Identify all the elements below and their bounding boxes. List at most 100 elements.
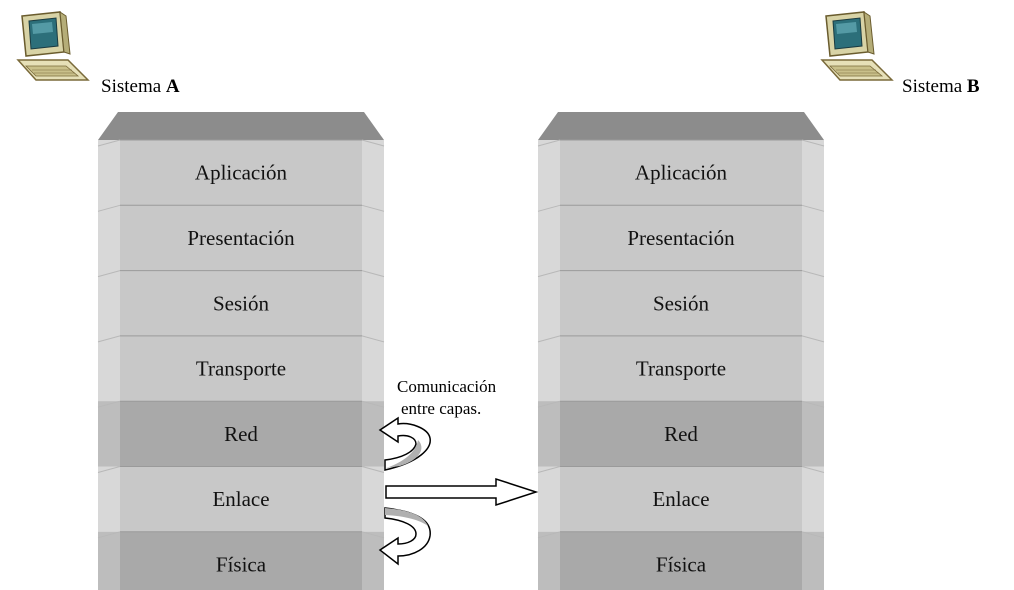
stack-b-edge-l-1 (537, 204, 561, 212)
stack-a-edge-r-4 (361, 400, 385, 408)
stack-a-edge-l-1 (97, 204, 121, 212)
stack-a-layer-label-2: Sesión (213, 291, 270, 315)
stack-a-edge-l-5 (97, 466, 121, 473)
stack-a-layer-right-6 (362, 531, 384, 590)
stack-a-edge-l-2 (97, 270, 121, 278)
stack-b-edge-r-3 (801, 335, 825, 343)
system-a-label: Sistema A (101, 76, 180, 98)
stack-b-edge-l-0 (537, 139, 561, 147)
stack-a-layer-right-5 (362, 466, 384, 532)
stack-b-layer-left-2 (538, 270, 560, 336)
stack-b-layer-left-0 (538, 140, 560, 206)
computer-icon-system-a (8, 8, 98, 88)
stack-b-layer-right-0 (802, 140, 824, 206)
stack-a-edge-l-3 (97, 335, 121, 343)
stack-b-layer-left-3 (538, 335, 560, 402)
stack-b-layer-label-1: Presentación (627, 226, 735, 250)
stack-b-layer-0 (560, 140, 802, 206)
stack-b-layer-6 (560, 531, 802, 590)
stack-a-layer-label-6: Física (216, 552, 267, 576)
stack-b-layer-right-1 (802, 205, 824, 271)
stack-b-layer-2 (560, 270, 802, 336)
stack-b-edge-l-6 (537, 531, 561, 539)
stack-b-top-face (538, 112, 824, 140)
stack-b-edge-r-5 (801, 466, 825, 473)
stack-a-layer-5 (120, 466, 362, 532)
stack-b-layer-left-5 (538, 466, 560, 532)
stack-b-layer-right-5 (802, 466, 824, 532)
stack-b-layer-3 (560, 335, 802, 402)
stack-a-layer-label-1: Presentación (187, 226, 295, 250)
stack-a-edge-r-6 (361, 531, 385, 539)
stack-a-layer-left-0 (98, 140, 120, 206)
curved-arrow-down (378, 507, 431, 566)
system-a-prefix: Sistema (101, 76, 166, 97)
stack-b-edge-r-0 (801, 139, 825, 147)
stack-b-edge-l-5 (537, 466, 561, 473)
curved-arrow-down-shade (385, 508, 428, 526)
stack-a-edge-l-4 (97, 400, 121, 408)
stack-b-layer-right-4 (802, 401, 824, 467)
stack-a-layer-label-0: Aplicación (195, 161, 288, 185)
stack-a-layer-left-5 (98, 466, 120, 532)
system-b-letter: B (966, 76, 980, 97)
curved-arrow-up (378, 416, 431, 471)
stack-b-edge-l-4 (537, 400, 561, 408)
stack-b-layer-label-0: Aplicación (635, 161, 728, 185)
stack-b-edge-l-2 (537, 270, 561, 278)
stack-a-edge-l-0 (97, 139, 121, 147)
stack-b-layer-label-2: Sesión (653, 291, 710, 315)
stack-b-layer-label-5: Enlace (652, 487, 709, 511)
stack-b-layer-right-3 (802, 335, 824, 402)
stack-a-layer-label-5: Enlace (212, 487, 269, 511)
annotation-line-1: Comunicación (397, 377, 497, 396)
stack-a-layer-4 (120, 401, 362, 467)
stack-a-edge-r-3 (361, 335, 385, 343)
stack-a-layer-label-4: Red (224, 422, 258, 446)
system-b-label: Sistema B (902, 76, 980, 98)
stack-b-layer-label-6: Física (656, 552, 707, 576)
stack-a-layer-left-4 (98, 401, 120, 467)
stack-a-layer-label-3: Transporte (196, 357, 286, 381)
system-b-prefix: Sistema (902, 76, 967, 97)
stack-b-edge-r-4 (801, 400, 825, 408)
stack-b-layer-5 (560, 466, 802, 532)
system-a-letter: A (165, 76, 180, 97)
stack-b-layer-right-2 (802, 270, 824, 336)
stack-b-layer-left-6 (538, 531, 560, 590)
stack-a-top-face (98, 112, 384, 140)
stack-a-layer-right-4 (362, 401, 384, 467)
stack-b-edge-l-3 (537, 335, 561, 343)
stack-b-layer-left-1 (538, 205, 560, 271)
stack-a-edge-r-1 (361, 204, 385, 212)
stack-b-layer-right-6 (802, 531, 824, 590)
stack-b-edge-r-2 (801, 270, 825, 278)
stack-b-layer-left-4 (538, 401, 560, 467)
stack-system-a: AplicaciónPresentaciónSesiónTransporteRe… (97, 112, 385, 590)
stack-a-layer-left-2 (98, 270, 120, 336)
stack-a-layer-2 (120, 270, 362, 336)
stack-system-b: AplicaciónPresentaciónSesiónTransporteRe… (537, 112, 825, 590)
curved-arrow-up-shade (386, 440, 422, 468)
stack-a-edge-r-5 (361, 466, 385, 473)
stack-a-layer-left-3 (98, 335, 120, 402)
stack-a-edge-r-2 (361, 270, 385, 278)
stack-b-layer-label-3: Transporte (636, 357, 726, 381)
annotation-line-2: entre capas. (401, 399, 481, 418)
stack-a-layer-right-1 (362, 205, 384, 271)
stack-a-layer-0 (120, 140, 362, 206)
computer-icon-system-b (812, 8, 902, 88)
stack-a-layer-1 (120, 205, 362, 271)
stack-a-layer-right-0 (362, 140, 384, 206)
stack-b-edge-r-6 (801, 531, 825, 539)
stack-a-layer-right-2 (362, 270, 384, 336)
stack-a-layer-right-3 (362, 335, 384, 402)
stack-a-layer-left-1 (98, 205, 120, 271)
stack-b-edge-r-1 (801, 204, 825, 212)
stack-b-layer-label-4: Red (664, 422, 698, 446)
stack-a-layer-3 (120, 335, 362, 402)
stack-a-layer-left-6 (98, 531, 120, 590)
stack-a-layer-6 (120, 531, 362, 590)
stack-b-layer-1 (560, 205, 802, 271)
